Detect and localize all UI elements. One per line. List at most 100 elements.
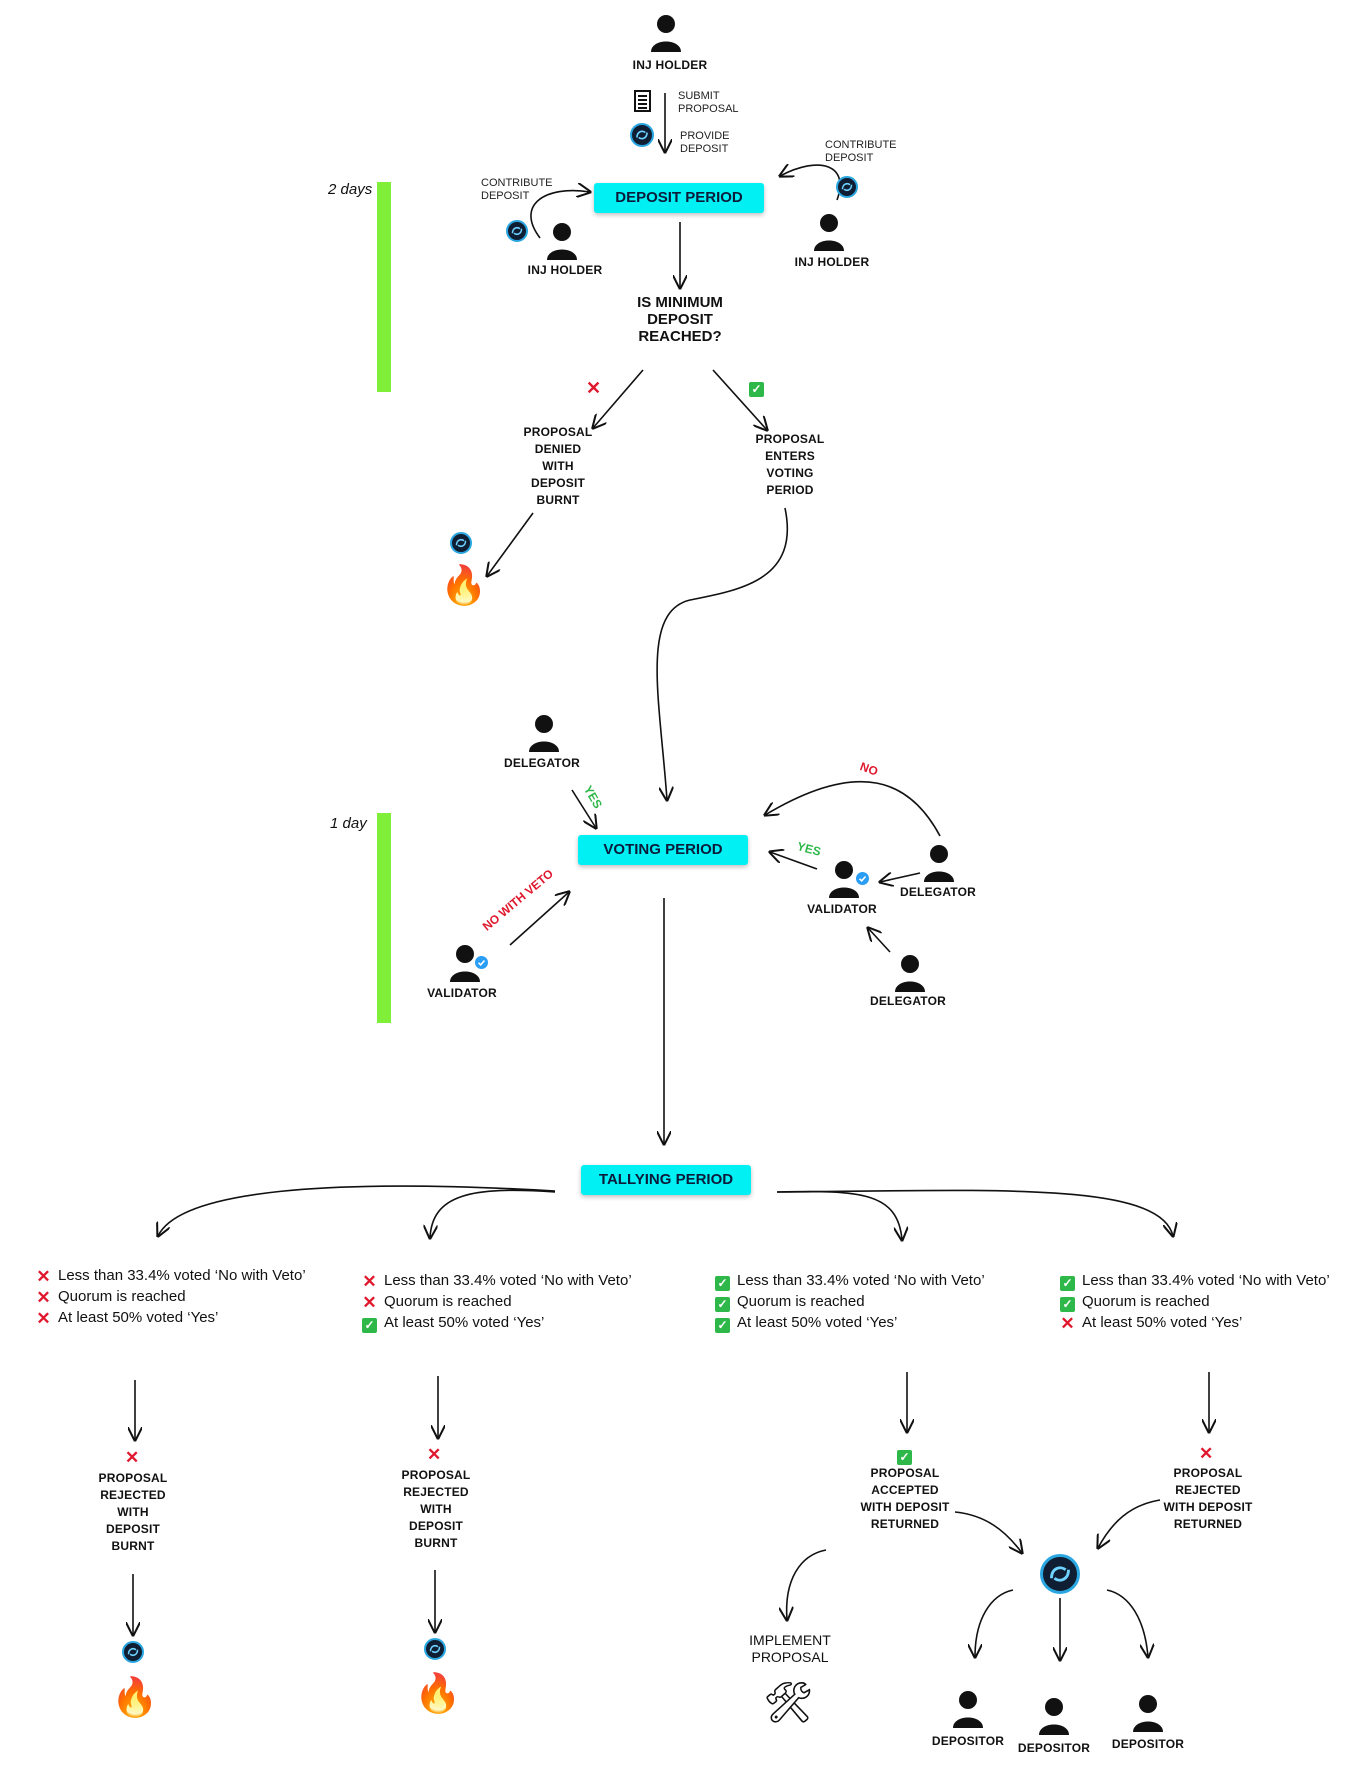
provide-deposit-label: PROVIDE DEPOSIT [680, 130, 730, 155]
arrow-implement [787, 1549, 827, 1620]
arrow-question-no [593, 369, 644, 428]
branch-3-result: PROPOSAL ACCEPTED WITH DEPOSIT RETURNED [860, 1466, 950, 1531]
verified-badge-icon [856, 872, 869, 885]
branch-3-conditions: ✓Less than 33.4% voted ‘No with Veto’ ✓Q… [715, 1271, 985, 1334]
arrow-contribute-right [780, 165, 841, 201]
arrow-validator-veto [509, 892, 569, 946]
contribute-deposit-right-label: CONTRIBUTE DEPOSIT [825, 139, 897, 164]
arrow-delegator-bottom [868, 928, 891, 953]
arrow-branch-4 [776, 1189, 1173, 1236]
person-icon [1039, 1698, 1069, 1735]
arrow-delegator-no [765, 780, 941, 837]
arrow-coin-to-depositor-3 [1106, 1589, 1148, 1657]
cross-mark-icon: ✕ [362, 1293, 377, 1312]
delegator-right-label: DELEGATOR [899, 885, 977, 899]
depositor-label: DEPOSITOR [931, 1734, 1005, 1748]
person-icon [814, 214, 844, 251]
injective-coin-icon [424, 1638, 446, 1660]
branch-1-conditions: ✕Less than 33.4% voted ‘No with Veto’ ✕Q… [36, 1266, 306, 1329]
cross-mark-icon: ✕ [36, 1309, 51, 1328]
injective-coin-icon [506, 220, 528, 242]
tallying-period-box: TALLYING PERIOD [581, 1165, 751, 1195]
arrow-denied-to-fire [487, 512, 534, 576]
branch-4-conditions: ✓Less than 33.4% voted ‘No with Veto’ ✓Q… [1060, 1271, 1330, 1334]
arrow-branch-2 [430, 1189, 556, 1238]
condition-row: ✕At least 50% voted ‘Yes’ [36, 1309, 219, 1328]
verified-badge-icon [475, 956, 488, 969]
delegator-top-label: DELEGATOR [503, 756, 581, 770]
condition-row: ✕At least 50% voted ‘Yes’ [1060, 1314, 1243, 1333]
arrow-validator-yes [770, 852, 818, 870]
arrow-branch-1 [158, 1185, 556, 1236]
person-icon [953, 1691, 983, 1728]
condition-row: ✓Quorum is reached [1060, 1292, 1330, 1313]
document-icon [634, 90, 651, 112]
injective-coin-icon [630, 123, 654, 147]
cross-mark-icon: ✕ [362, 1272, 377, 1291]
arrow-returned-to-coin [1098, 1499, 1161, 1548]
check-mark-icon: ✓ [1060, 1297, 1075, 1312]
inj-holder-left-label: INJ HOLDER [527, 263, 603, 277]
validator-left-label: VALIDATOR [427, 986, 497, 1000]
person-icon [529, 715, 559, 752]
check-mark-icon: ✓ [715, 1318, 730, 1333]
condition-row: ✕Less than 33.4% voted ‘No with Veto’ [362, 1272, 632, 1291]
cross-mark-icon: ✕ [586, 378, 602, 398]
injective-coin-icon [122, 1641, 144, 1663]
fire-icon: 🔥 [111, 1677, 159, 1719]
check-mark-icon: ✓ [715, 1297, 730, 1312]
proposal-denied-label: PROPOSAL DENIED WITH DEPOSIT BURNT [523, 425, 593, 507]
branch-2-result: PROPOSAL REJECTED WITH DEPOSIT BURNT [401, 1468, 471, 1550]
condition-row: ✕Quorum is reached [36, 1288, 186, 1307]
contribute-deposit-left-label: CONTRIBUTE DEPOSIT [481, 177, 553, 202]
cross-mark-icon: ✕ [125, 1448, 140, 1467]
injective-coin-icon [836, 176, 858, 198]
branch-1-result: PROPOSAL REJECTED WITH DEPOSIT BURNT [98, 1471, 168, 1553]
arrow-coin-to-depositor-1 [975, 1589, 1014, 1657]
delegator-bottom-label: DELEGATOR [869, 994, 947, 1008]
cross-mark-icon: ✕ [1199, 1444, 1214, 1463]
submit-proposal-label: SUBMIT PROPOSAL [678, 90, 739, 115]
arrow-delegator-top [571, 789, 596, 828]
condition-row: ✕Quorum is reached [362, 1293, 512, 1312]
check-mark-icon: ✓ [749, 378, 771, 397]
inj-holder-label: INJ HOLDER [632, 58, 708, 72]
voting-period-box: VOTING PERIOD [578, 835, 748, 865]
person-icon [895, 955, 925, 992]
cross-mark-icon: ✕ [1060, 1314, 1075, 1333]
arrow-delegator-to-validator [880, 873, 921, 882]
voting-duration: 1 day [330, 815, 367, 832]
deposit-period-box: DEPOSIT PERIOD [594, 183, 764, 213]
depositor-label: DEPOSITOR [1017, 1741, 1091, 1755]
injective-coin-icon [450, 532, 472, 554]
depositor-label: DEPOSITOR [1111, 1737, 1185, 1751]
person-icon [651, 15, 681, 52]
arrow-enters-to-voting [656, 507, 788, 800]
deposit-duration: 2 days [328, 181, 373, 198]
hammer-wrench-icon: 🛠 [763, 1681, 814, 1725]
arrow-question-yes [712, 369, 767, 430]
condition-row: ✓At least 50% voted ‘Yes’ [362, 1313, 632, 1334]
arrow-contribute-left [530, 191, 590, 239]
arrow-accepted-to-coin [954, 1511, 1022, 1553]
condition-row: ✓Less than 33.4% voted ‘No with Veto’ [1060, 1271, 1330, 1292]
check-mark-icon: ✓ [1060, 1276, 1075, 1291]
cross-mark-icon: ✕ [36, 1267, 51, 1286]
condition-row: ✓Less than 33.4% voted ‘No with Veto’ [715, 1271, 985, 1292]
person-icon [547, 223, 577, 260]
cross-mark-icon: ✕ [36, 1288, 51, 1307]
branch-4-result: PROPOSAL REJECTED WITH DEPOSIT RETURNED [1163, 1466, 1253, 1531]
person-icon [924, 845, 954, 882]
person-icon [450, 945, 480, 982]
injective-coin-icon [1040, 1554, 1080, 1594]
cross-mark-icon: ✕ [427, 1445, 442, 1464]
check-mark-icon: ✓ [362, 1318, 377, 1333]
validator-right-label: VALIDATOR [807, 902, 877, 916]
check-mark-icon: ✓ [715, 1276, 730, 1291]
fire-icon: 🔥 [414, 1673, 462, 1715]
check-mark-icon: ✓ [897, 1446, 919, 1465]
person-icon [1133, 1695, 1163, 1732]
proposal-enters-label: PROPOSAL ENTERS VOTING PERIOD [755, 432, 825, 497]
condition-row: ✕Less than 33.4% voted ‘No with Veto’ [36, 1267, 306, 1286]
branch-2-conditions: ✕Less than 33.4% voted ‘No with Veto’ ✕Q… [362, 1271, 632, 1334]
